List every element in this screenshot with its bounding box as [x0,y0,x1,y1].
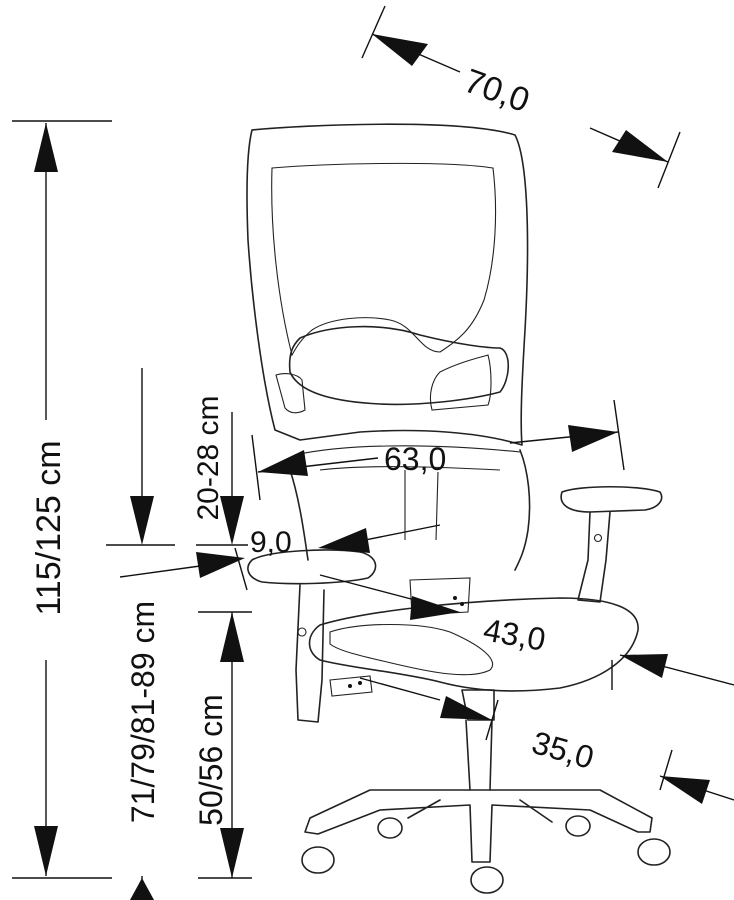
dimension-labels: 70,0 115/125 cm 71/79/81-89 cm 20-28 cm … [30,62,598,826]
casters [301,815,671,894]
dim-seat-width [359,677,734,804]
dim-armrest-height [106,368,175,900]
left-armrest-post [295,584,325,723]
dim-armrest-width [251,399,625,501]
dim-depth-overall [361,5,681,189]
star-base [304,789,653,863]
gas-lift [461,689,495,791]
seat-mechanism [329,577,471,697]
seat-frame [329,623,493,676]
label-armrest-adjust: 20-28 cm [192,395,225,520]
right-armrest-pad [560,485,663,513]
lumbar-support [288,325,510,406]
backrest-lumbar-right [429,354,492,411]
label-seat-height: 50/56 cm [193,694,229,826]
right-armrest-post [577,511,611,603]
dim-seat-height [198,611,252,879]
dim-seat-depth [319,574,734,690]
left-armrest-knob [297,627,307,637]
dim-armrest-pad [119,524,441,591]
seat [308,597,639,692]
left-armrest-pad [247,549,377,585]
label-armrest-width: 63,0 [384,441,446,477]
right-armrest-knob [593,533,603,543]
back-lower-frame [289,449,531,571]
back-lower-mesh [294,445,521,541]
label-height-total: 115/125 cm [30,440,68,615]
label-depth-overall: 70,0 [459,62,534,120]
label-seat-depth: 43,0 [481,611,549,657]
dim-height-total [12,120,112,879]
backrest-inner [271,162,497,357]
dim-armrest-adjust [196,412,248,546]
backrest-lumbar-left [275,373,306,414]
dimension-lines [12,5,734,900]
chair-illustration [246,123,671,894]
label-seat-width: 35,0 [528,724,598,776]
label-armrest-height: 71/79/81-89 cm [125,601,161,823]
backrest-frame [246,123,529,446]
label-armrest-pad: 9,0 [250,526,292,559]
